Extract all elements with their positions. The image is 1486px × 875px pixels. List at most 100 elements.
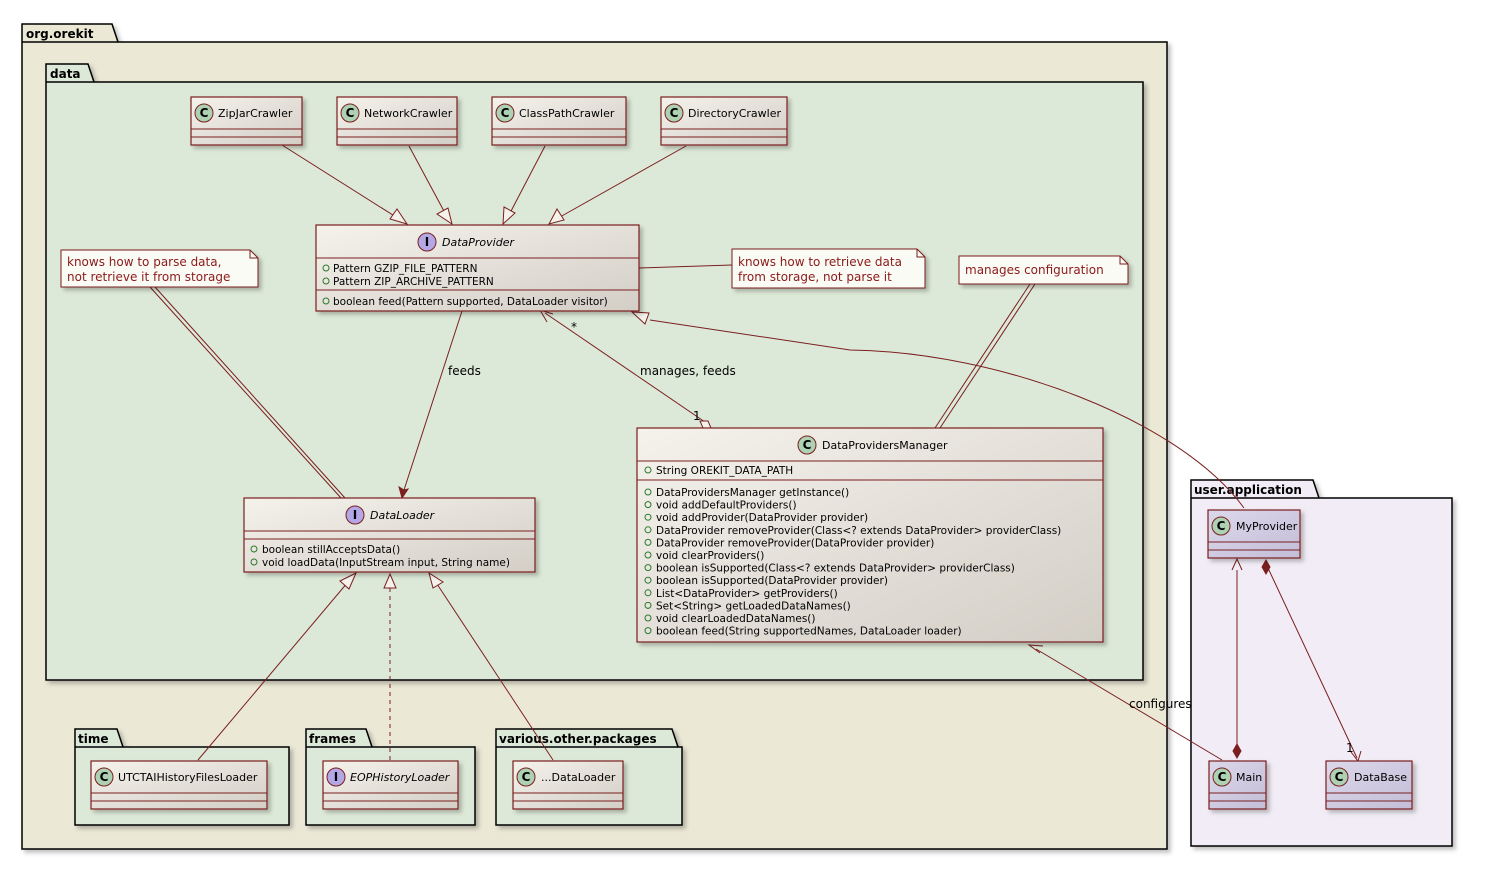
package-label-frames: frames [309,732,356,746]
dataprovider-field-1: Pattern ZIP_ARCHIVE_PATTERN [333,276,494,288]
class-myprovider[interactable]: C MyProvider [1207,509,1301,559]
composition-myprovider [1261,558,1271,576]
svg-text:C: C [346,106,355,120]
svg-text:C: C [1218,770,1227,784]
class-name-main: Main [1236,771,1262,784]
class-name-dataloader: DataLoader [370,509,436,522]
manager-method-1: void addDefaultProviders() [656,500,797,512]
class-icon [495,103,515,123]
class-name-utctai: UTCTAIHistoryFilesLoader [118,771,258,784]
class-other-dataloader[interactable]: C ...DataLoader [512,760,624,810]
svg-text:C: C [501,106,510,120]
edges [149,144,1362,763]
edge-utctai-loader [197,581,349,761]
class-dataprovidersmanager[interactable]: C DataProvidersManager String OREKIT_DAT… [636,427,1104,643]
note-config-line1: manages configuration [965,263,1104,277]
public-visibility-icon [644,614,652,622]
edge-myprovider-database [1267,567,1358,759]
package-label-orekit: org.orekit [26,27,94,41]
public-visibility-icon [644,488,652,496]
edge-myprovider-provider [649,319,1245,509]
svg-text:I: I [425,235,429,249]
interface-dataprovider[interactable]: I DataProvider Pattern GZIP_FILE_PATTERN… [315,224,640,312]
class-icon [516,767,536,787]
class-zipjar[interactable]: C ZipJarCrawler [190,96,303,146]
note-config [958,255,1129,285]
edge-directory-provider [559,145,687,218]
public-visibility-icon [644,627,652,635]
class-icon [664,103,684,123]
public-visibility-icon [644,538,652,546]
edge-note-parse-a [154,286,346,499]
label-db-one: 1 [1346,741,1354,755]
interface-eop[interactable]: I EOPHistoryLoader [322,760,459,810]
manager-method-9: Set<String> getLoadedDataNames() [656,600,851,612]
label-one: 1 [693,409,701,423]
svg-text:C: C [100,770,109,784]
arrowhead-network [436,207,453,226]
public-visibility-icon [644,526,652,534]
dataloader-method-0: boolean stillAcceptsData() [262,544,400,556]
edge-configures [1035,648,1223,761]
dataprovider-method-0: boolean feed(Pattern supported, DataLoad… [333,296,608,308]
arrowhead-configures [1027,644,1044,654]
class-name-manager: DataProvidersManager [822,439,948,452]
public-visibility-icon [644,601,652,609]
class-icon [797,435,817,455]
class-main[interactable]: C Main [1208,760,1267,810]
label-configures: configures [1129,697,1192,711]
interface-icon [345,505,365,525]
public-visibility-icon [644,551,652,559]
package-user-application: user.application [1190,479,1453,847]
arrowhead-utctai [339,571,358,590]
svg-text:C: C [522,770,531,784]
edge-network-provider [408,145,446,214]
package-label-user: user.application [1194,483,1302,497]
edge-zipjar-provider [281,144,397,218]
edge-note-config-a [939,283,1036,429]
class-name-other-loader: ...DataLoader [541,771,616,784]
manager-method-11: boolean feed(String supportedNames, Data… [656,626,962,638]
manager-field-0: String OREKIT_DATA_PATH [656,465,793,477]
manager-method-0: DataProvidersManager getInstance() [656,487,849,499]
arrowhead-eop [383,572,397,589]
class-name-eop: EOPHistoryLoader [350,771,451,784]
edge-manages [544,312,706,423]
edge-classpath-provider [509,145,546,214]
class-name-network: NetworkCrawler [364,107,453,120]
manager-method-8: List<DataProvider> getProviders() [656,588,838,600]
public-visibility-icon [644,513,652,521]
manager-method-2: void addProvider(DataProvider provider) [656,512,868,524]
label-manages-feeds: manages, feeds [640,364,736,378]
interface-dataloader[interactable]: I DataLoader boolean stillAcceptsData() … [243,497,536,573]
class-utctai[interactable]: C UTCTAIHistoryFilesLoader [90,760,268,810]
class-name-directory: DirectoryCrawler [688,107,781,120]
class-classpath[interactable]: C ClassPathCrawler [491,96,627,146]
manager-method-7: boolean isSupported(DataProvider provide… [656,575,888,587]
class-directory[interactable]: C DirectoryCrawler [660,96,788,146]
edge-note-retrieve [638,264,733,269]
svg-text:C: C [1217,519,1226,533]
interface-icon [417,232,437,252]
class-icon [1329,767,1349,787]
class-icon [1212,767,1232,787]
public-visibility-icon [644,564,652,572]
class-icon [94,767,114,787]
class-network[interactable]: C NetworkCrawler [336,96,458,146]
package-label-various: various.other.packages [499,732,657,746]
note-retrieve [731,248,926,289]
manager-method-5: void clearProviders() [656,550,764,562]
svg-text:C: C [200,106,209,120]
class-database[interactable]: C DataBase [1325,760,1413,810]
manager-method-6: boolean isSupported(Class<? extends Data… [656,563,1015,575]
arrowhead-myprovider [630,311,650,325]
manager-methods: DataProvidersManager getInstance()void a… [644,487,1061,638]
composition-main [1232,742,1242,760]
class-name-dataprovider: DataProvider [442,236,515,249]
interface-icon [326,767,346,787]
manager-method-3: DataProvider removeProvider(Class<? exte… [656,525,1061,537]
public-visibility-icon [644,501,652,509]
public-visibility-icon [644,576,652,584]
svg-text:I: I [353,508,357,522]
